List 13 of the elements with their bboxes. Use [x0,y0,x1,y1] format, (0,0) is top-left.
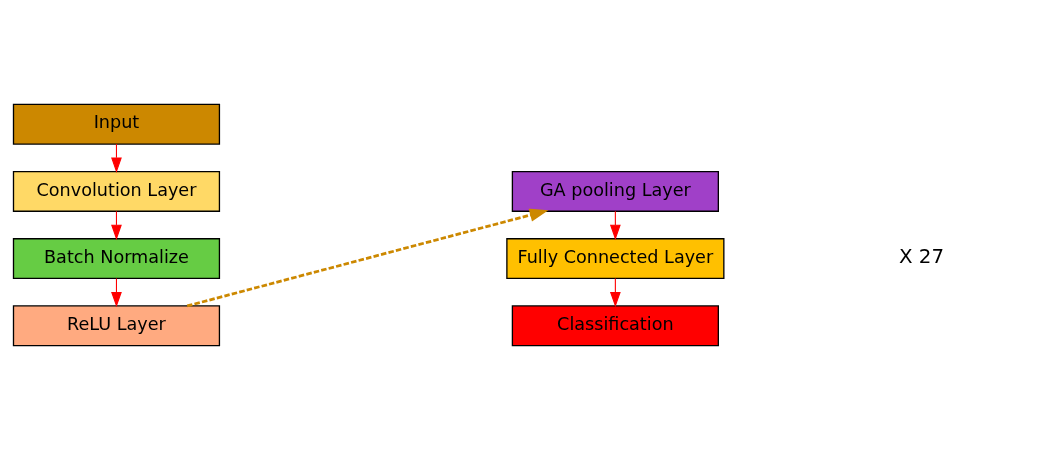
node-box: Input [12,103,221,145]
arrow [186,208,549,308]
arrow [111,210,122,241]
label: X 27 [898,245,945,269]
node-box: Batch Normalize [12,238,221,280]
arrow [111,277,122,308]
node-box: Convolution Layer [12,170,221,212]
arrow [609,277,621,308]
arrow [609,210,621,241]
node-box: Fully Connected Layer [506,238,725,280]
node-box: Classification [511,305,719,347]
node-box: ReLU Layer [12,305,221,347]
node-box: GA pooling Layer [511,170,719,212]
